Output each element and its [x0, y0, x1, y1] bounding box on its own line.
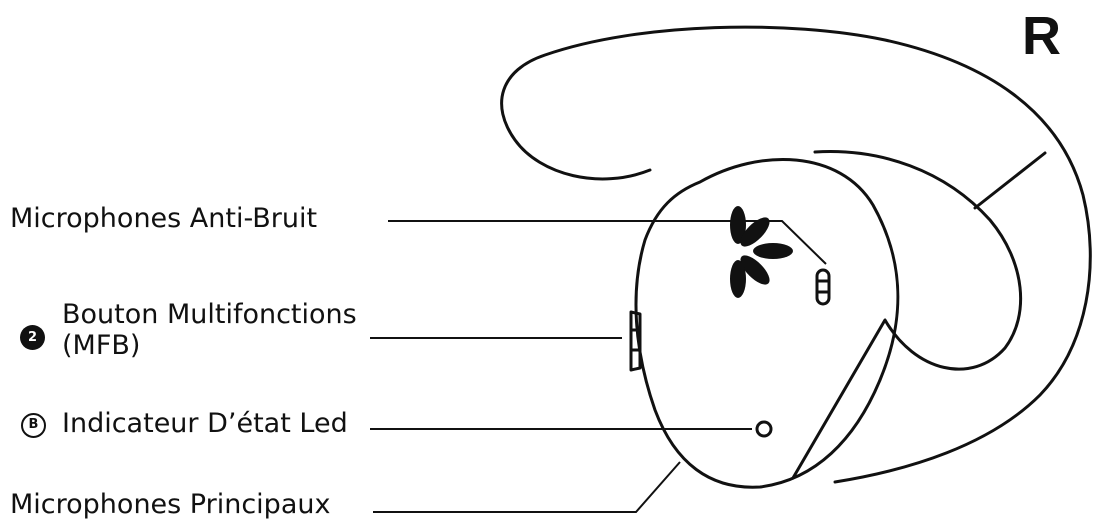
ear-hook-inner-contour [791, 150, 1023, 480]
leader-line-anti-noise-mics [388, 220, 827, 265]
logo-leaf-upper-right [740, 217, 770, 247]
badge-led: B [21, 413, 46, 438]
label-led-status-indicator: Indicateur D’état Led [62, 408, 348, 439]
ear-hook-outline [500, 25, 1092, 484]
anti-noise-mic-slot [815, 268, 831, 306]
logo-leaf-right [753, 243, 793, 259]
logo-leaf-lower-right [740, 255, 770, 285]
label-anti-noise-microphones: Microphones Anti-Bruit [10, 203, 318, 234]
label-main-microphones: Microphones Principaux [10, 489, 331, 520]
anti-noise-mic-slot-dividers [815, 279, 831, 294]
label-multifunction-button: Bouton Multifonctions [62, 299, 357, 330]
led-indicator [755, 420, 773, 438]
ear-hook-divider [973, 151, 1047, 210]
logo-leaf-bottom [730, 260, 746, 298]
leader-line-main-mics [373, 461, 681, 513]
label-multifunction-button-abbrev: (MFB) [62, 330, 141, 361]
multifunction-button-groove [629, 328, 642, 352]
badge-mfb: 2 [20, 325, 45, 350]
earbud-body-outline [634, 158, 900, 489]
logo-leaf-top [730, 206, 746, 244]
brand-leaf-logo [730, 206, 793, 298]
side-indicator-right: R [1022, 6, 1061, 66]
